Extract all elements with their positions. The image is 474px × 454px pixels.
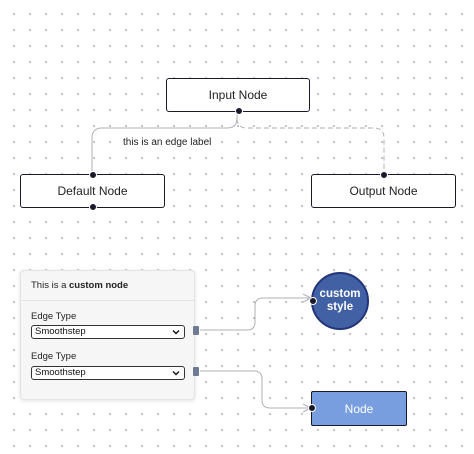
blue-node[interactable]: Node <box>308 391 407 426</box>
edge-custom-circle[interactable] <box>200 297 311 331</box>
edge-type-select-2-value: Smoothstep <box>35 367 86 378</box>
default-node[interactable]: Default Node <box>20 171 165 211</box>
chevron-down-icon <box>172 371 180 376</box>
edge-type-label-2: Edge Type <box>31 351 77 362</box>
edge-type-select-1-value: Smoothstep <box>35 326 86 337</box>
blue-node-label: Node <box>344 401 374 416</box>
default-node-label: Default Node <box>57 184 128 198</box>
edge-custom-blue[interactable] <box>200 370 311 409</box>
input-node-label: Input Node <box>208 88 268 102</box>
default-node-target-handle[interactable] <box>89 171 97 179</box>
output-node-label: Output Node <box>349 184 418 198</box>
custom-style-line2: style <box>326 301 354 313</box>
custom-style-node-text: custom style <box>320 288 361 314</box>
edge-type-select-1[interactable]: Smoothstep <box>31 325 185 339</box>
input-node[interactable]: Input Node <box>166 78 310 115</box>
custom-node-divider <box>21 300 194 301</box>
output-node-target-handle[interactable] <box>380 171 388 179</box>
custom-node[interactable]: This is a custom node Edge Type Smoothst… <box>20 270 199 400</box>
custom-style-node[interactable]: custom style <box>309 272 369 330</box>
custom-node-source-handle-2[interactable] <box>193 367 199 376</box>
chevron-down-icon <box>172 330 180 335</box>
default-node-source-handle[interactable] <box>89 203 97 211</box>
edge-label: this is an edge label <box>121 136 214 149</box>
edge-type-label-1: Edge Type <box>31 311 77 322</box>
custom-node-title: This is a custom node <box>31 280 128 291</box>
custom-node-title-prefix: This is a <box>31 280 70 291</box>
edge-input-output[interactable] <box>236 111 385 175</box>
custom-style-line1: custom <box>319 288 361 300</box>
edge-type-select-2[interactable]: Smoothstep <box>31 366 185 380</box>
output-node[interactable]: Output Node <box>311 171 456 208</box>
custom-node-title-bold: custom node <box>69 280 129 291</box>
input-node-source-handle[interactable] <box>235 107 243 115</box>
custom-node-source-handle-1[interactable] <box>193 326 199 335</box>
blue-node-target-handle[interactable] <box>308 404 316 412</box>
custom-style-target-handle[interactable] <box>309 297 317 305</box>
